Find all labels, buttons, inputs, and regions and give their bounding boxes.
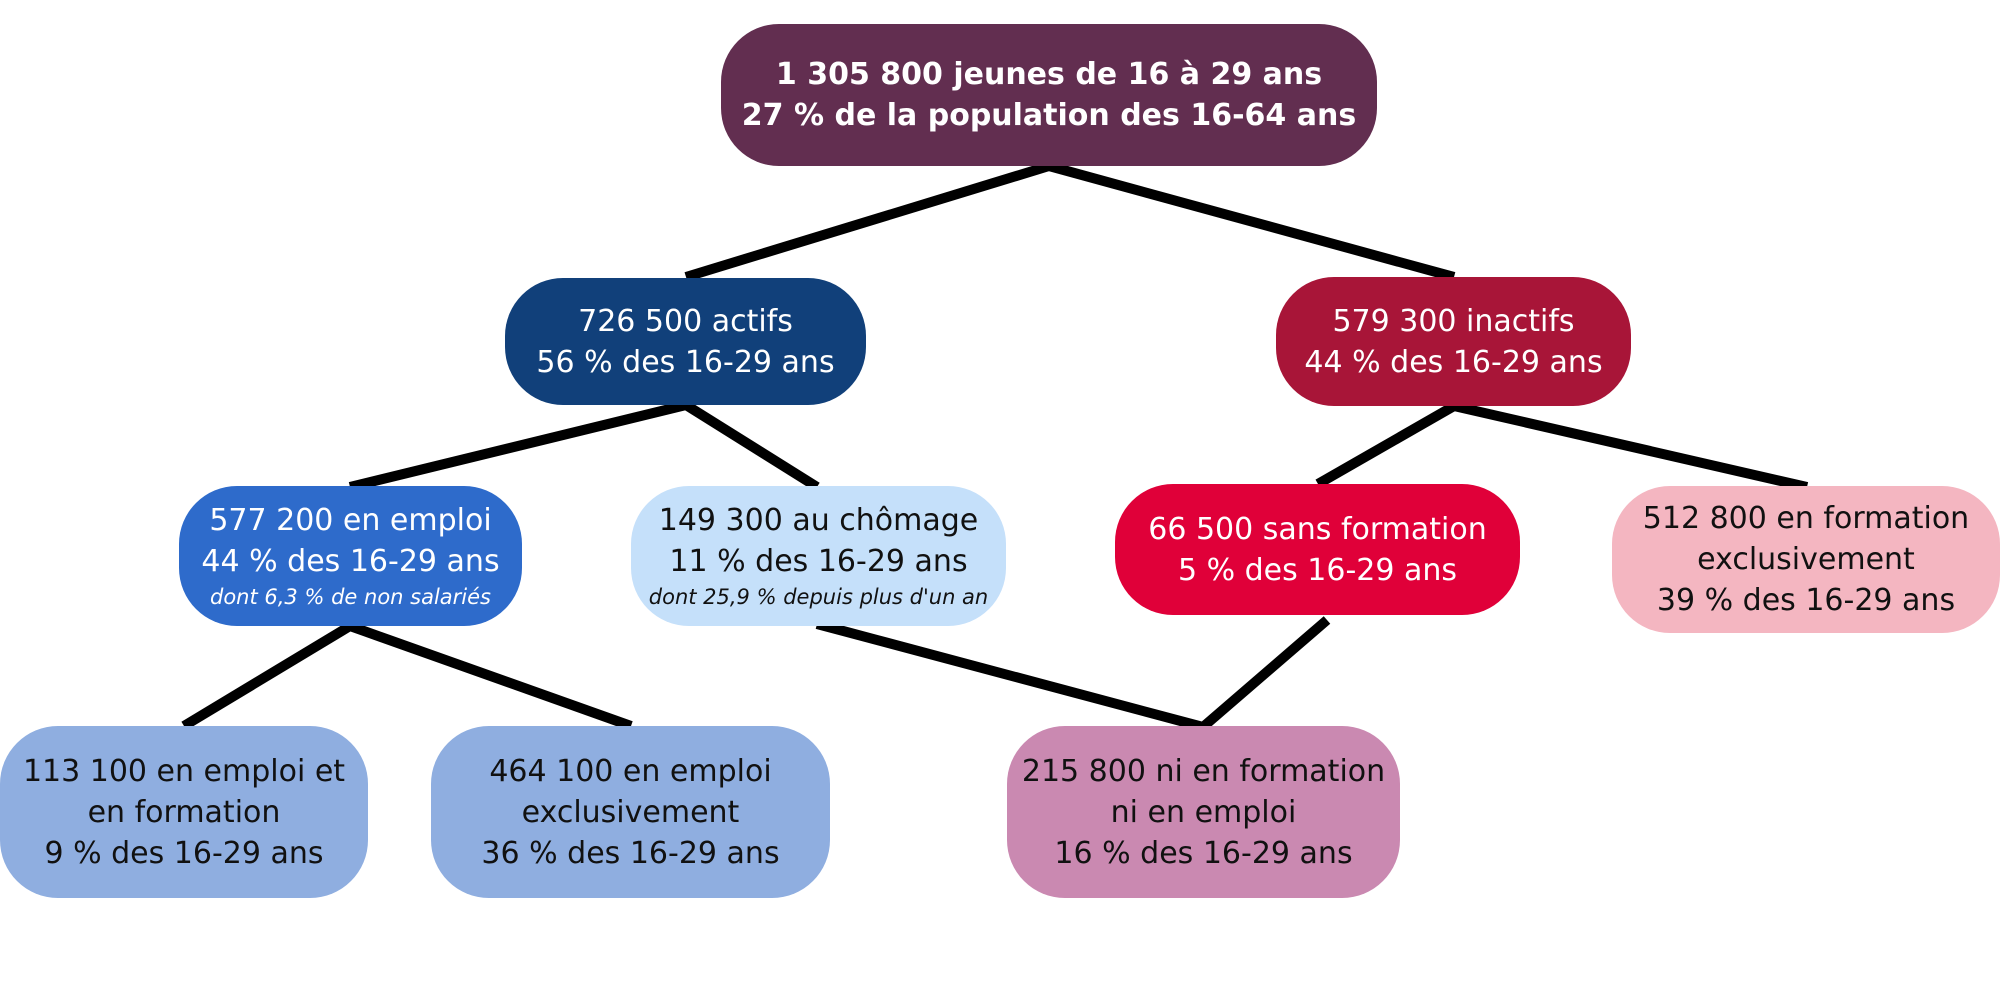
node-emploi-et-formation-line1: 113 100 en emploi et — [22, 753, 346, 789]
node-en-emploi-note: dont 6,3 % de non salariés — [209, 585, 491, 609]
node-neet-line3: 16 % des 16-29 ans — [1054, 835, 1353, 871]
node-neet-line1: 215 800 ni en formation — [1021, 753, 1386, 789]
node-en-formation-line3: 39 % des 16-29 ans — [1656, 583, 1956, 618]
node-actifs-line1: 726 500 actifs — [578, 303, 793, 339]
node-total-youth-line2: 27 % de la population des 16-64 ans — [741, 98, 1357, 133]
node-chomage: 149 300 au chômage 11 % des 16-29 ans do… — [631, 486, 1006, 626]
node-inactifs: 579 300 inactifs 44 % des 16-29 ans — [1276, 277, 1631, 406]
node-en-emploi-line1: 577 200 en emploi — [209, 503, 492, 538]
node-chomage-line2: 11 % des 16-29 ans — [669, 544, 968, 579]
node-en-emploi-line2: 44 % des 16-29 ans — [201, 544, 500, 579]
node-emploi-et-formation-line2: en formation — [87, 794, 281, 830]
node-sans-formation-line1: 66 500 sans formation — [1148, 511, 1487, 547]
connector-sansformation-neet — [1199, 616, 1331, 731]
node-emploi-exclusivement-line2: exclusivement — [521, 794, 740, 830]
connector-inactifs-sansformation — [1315, 401, 1457, 489]
connector-actifs-emploi — [348, 400, 688, 492]
node-emploi-exclusivement-line1: 464 100 en emploi — [489, 753, 772, 789]
node-emploi-et-formation: 113 100 en emploi et en formation 9 % de… — [0, 726, 368, 898]
node-en-formation-line2: exclusivement — [1697, 542, 1915, 577]
node-emploi-exclusivement: 464 100 en emploi exclusivement 36 % des… — [431, 726, 830, 898]
node-emploi-et-formation-line3: 9 % des 16-29 ans — [44, 835, 324, 871]
node-total-youth: 1 305 800 jeunes de 16 à 29 ans 27 % de … — [721, 24, 1377, 166]
node-actifs-line2: 56 % des 16-29 ans — [536, 344, 835, 380]
connector-inactifs-formation — [1452, 401, 1809, 492]
node-neet-line2: ni en emploi — [1110, 794, 1297, 830]
node-inactifs-line2: 44 % des 16-29 ans — [1304, 344, 1603, 380]
node-sans-formation: 66 500 sans formation 5 % des 16-29 ans — [1115, 484, 1520, 615]
node-total-youth-line1: 1 305 800 jeunes de 16 à 29 ans — [775, 57, 1323, 92]
node-actifs: 726 500 actifs 56 % des 16-29 ans — [505, 278, 866, 405]
connector-actifs-chomage — [683, 400, 820, 492]
connector-root-inactifs — [1047, 161, 1456, 282]
connector-emploi-emploiformation — [181, 621, 353, 731]
node-en-emploi: 577 200 en emploi 44 % des 16-29 ans don… — [179, 486, 522, 626]
connector-emploi-emploiexclusif — [348, 621, 633, 731]
connector-root-actifs — [684, 161, 1051, 282]
node-en-formation: 512 800 en formation exclusivement 39 % … — [1612, 486, 2000, 633]
node-neet: 215 800 ni en formation ni en emploi 16 … — [1007, 726, 1400, 898]
node-chomage-line1: 149 300 au chômage — [658, 503, 979, 538]
node-inactifs-line1: 579 300 inactifs — [1332, 303, 1575, 339]
node-emploi-exclusivement-line3: 36 % des 16-29 ans — [481, 835, 780, 871]
node-en-formation-line1: 512 800 en formation — [1642, 501, 1970, 536]
connector-chomage-neet — [815, 619, 1205, 732]
node-sans-formation-line2: 5 % des 16-29 ans — [1177, 552, 1458, 588]
node-chomage-note: dont 25,9 % depuis plus d'un an — [648, 585, 989, 609]
